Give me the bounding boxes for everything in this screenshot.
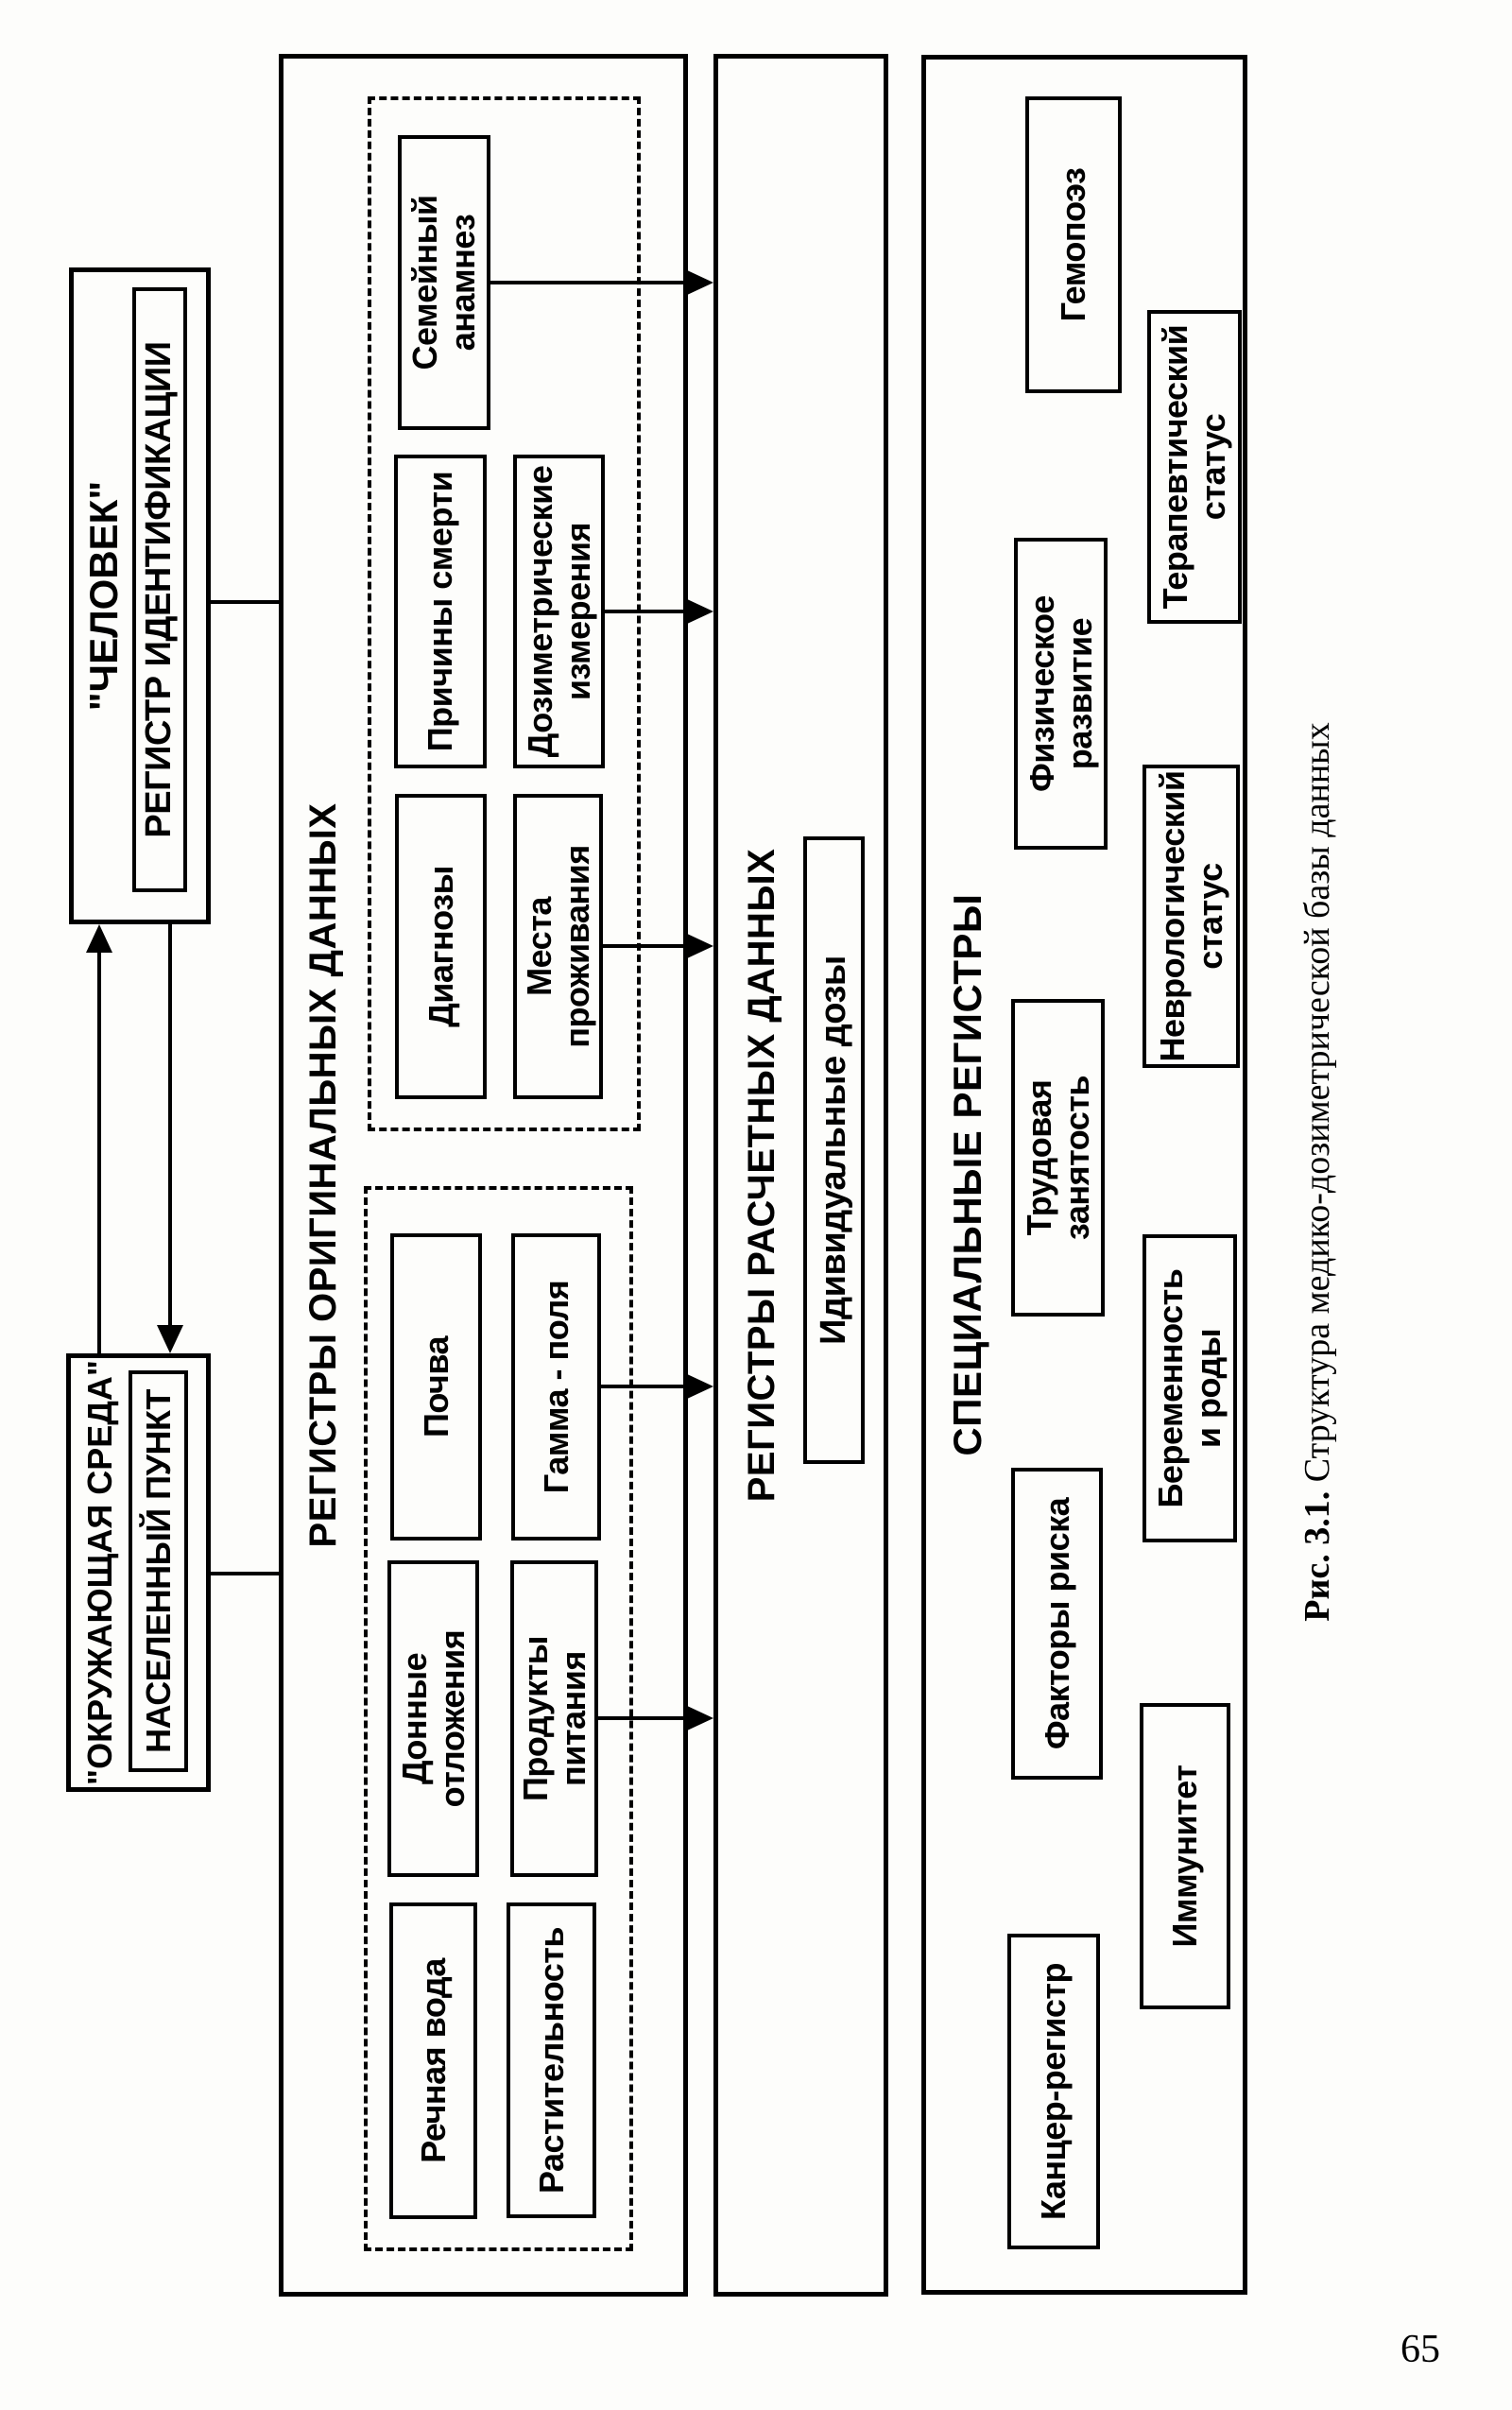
box-vegetation: Растительность bbox=[507, 1902, 596, 2218]
settlement-register-label: НАСЕЛЕННЫЙ ПУНКТ bbox=[138, 1389, 178, 1753]
box-bottom-sediments: Донные отложения bbox=[387, 1560, 479, 1877]
arrow-residence-to-calculated-line bbox=[603, 944, 690, 948]
box-dosimetric-measurements: Дозиметрические измерения bbox=[513, 455, 605, 768]
settlement-register-box: НАСЕЛЕННЫЙ ПУНКТ bbox=[129, 1370, 188, 1772]
figure-caption: Рис. 3.1. Структура медико-дозиметрическ… bbox=[1297, 577, 1338, 1767]
arrow-food-to-calculated-head bbox=[685, 1705, 713, 1731]
box-hematopoiesis-label: Гемопоэз bbox=[1054, 167, 1093, 322]
box-gamma-fields: Гамма - поля bbox=[511, 1233, 601, 1541]
box-hematopoiesis: Гемопоэз bbox=[1025, 96, 1122, 393]
arrow-dosimetric-to-calculated-head bbox=[685, 598, 713, 625]
special-registers-title: СПЕЦИАЛЬНЫЕ РЕГИСТРЫ bbox=[945, 893, 989, 1456]
box-causes-of-death: Причины смерти bbox=[394, 455, 487, 768]
box-therapeutic-status-label: Терапевтический статус bbox=[1156, 324, 1232, 610]
individual-doses-box: Идивидуальные дозы bbox=[803, 836, 865, 1464]
box-river-water: Речная вода bbox=[389, 1902, 477, 2219]
identification-register-label: РЕГИСТР ИДЕНТИФИКАЦИИ bbox=[139, 341, 180, 838]
box-risk-factors: Факторы риска bbox=[1011, 1468, 1103, 1780]
box-soil: Почва bbox=[390, 1233, 482, 1541]
box-food-products: Продукты питания bbox=[510, 1560, 598, 1877]
arrow-dosimetric-to-calculated-line bbox=[605, 610, 690, 613]
box-places-of-residence-label: Места проживания bbox=[519, 845, 596, 1048]
environment-box-title: "ОКРУЖАЮЩАЯ СРЕДА" bbox=[80, 1360, 119, 1785]
calculated-registers-title: РЕГИСТРЫ РАСЧЕТНЫХ ДАННЫХ bbox=[741, 848, 782, 1503]
box-immunity: Иммунитет bbox=[1140, 1703, 1230, 2009]
box-family-anamnesis: Семейный анамнез bbox=[398, 135, 490, 430]
box-vegetation-label: Растительность bbox=[531, 1926, 571, 2195]
arrow-gamma-to-calculated-line bbox=[601, 1385, 690, 1388]
box-immunity-label: Иммунитет bbox=[1165, 1764, 1205, 1948]
box-bottom-sediments-label: Донные отложения bbox=[394, 1629, 472, 1808]
person-box-title: "ЧЕЛОВЕК" bbox=[81, 480, 126, 712]
box-cancer-register: Канцер-регистр bbox=[1007, 1934, 1100, 2249]
box-diagnoses: Диагнозы bbox=[395, 794, 487, 1099]
figure-caption-number: Рис. 3.1. bbox=[1297, 1490, 1337, 1622]
arrow-family-anamnesis-to-calculated-line bbox=[490, 281, 689, 284]
box-causes-of-death-label: Причины смерти bbox=[421, 471, 460, 752]
box-dosimetric-measurements-label: Дозиметрические измерения bbox=[520, 465, 597, 758]
box-diagnoses-label: Диагнозы bbox=[421, 866, 460, 1027]
arrow-person-to-environment-line bbox=[168, 924, 172, 1333]
box-river-water-label: Речная вода bbox=[413, 1958, 453, 2163]
box-neurological-status: Неврологический статус bbox=[1143, 765, 1240, 1068]
arrow-environment-to-person-head bbox=[86, 924, 112, 953]
figure-caption-text: Структура медико-дозиметрической базы да… bbox=[1297, 722, 1337, 1491]
box-therapeutic-status: Терапевтический статус bbox=[1147, 310, 1242, 624]
page-number: 65 bbox=[1400, 2328, 1440, 2371]
box-neurological-status-label: Неврологический статус bbox=[1152, 770, 1229, 1062]
person-box: "ЧЕЛОВЕК" РЕГИСТР ИДЕНТИФИКАЦИИ bbox=[69, 267, 211, 924]
arrow-food-to-calculated-line bbox=[598, 1716, 690, 1720]
identification-register-box: РЕГИСТР ИДЕНТИФИКАЦИИ bbox=[132, 287, 187, 892]
box-gamma-fields-label: Гамма - поля bbox=[536, 1280, 576, 1494]
box-physical-development: Физическое развитие bbox=[1014, 538, 1108, 850]
arrow-person-to-environment-head bbox=[157, 1325, 183, 1353]
individual-doses-label: Идивидуальные дозы bbox=[813, 955, 853, 1345]
box-physical-development-label: Физическое развитие bbox=[1022, 595, 1099, 792]
box-pregnancy-childbirth: Беременность и роды bbox=[1143, 1234, 1237, 1542]
box-family-anamnesis-label: Семейный анамнез bbox=[405, 195, 482, 370]
environment-box: "ОКРУЖАЮЩАЯ СРЕДА" НАСЕЛЕННЫЙ ПУНКТ bbox=[66, 1353, 211, 1792]
arrow-gamma-to-calculated-head bbox=[685, 1373, 713, 1400]
original-registers-title: РЕГИСТРЫ ОРИГИНАЛЬНЫХ ДАННЫХ bbox=[302, 802, 344, 1548]
box-cancer-register-label: Канцер-регистр bbox=[1034, 1962, 1074, 2221]
calculated-registers-box: РЕГИСТРЫ РАСЧЕТНЫХ ДАННЫХ Идивидуальные … bbox=[713, 54, 888, 2297]
box-employment: Трудовая занятость bbox=[1011, 999, 1105, 1317]
box-pregnancy-childbirth-label: Беременность и роды bbox=[1151, 1268, 1228, 1508]
box-risk-factors-label: Факторы риска bbox=[1037, 1497, 1076, 1750]
box-soil-label: Почва bbox=[416, 1335, 455, 1438]
box-food-products-label: Продукты питания bbox=[515, 1635, 593, 1802]
arrow-family-anamnesis-to-calculated-head bbox=[685, 269, 713, 296]
arrow-environment-to-person-line bbox=[97, 947, 101, 1353]
box-places-of-residence: Места проживания bbox=[513, 794, 603, 1099]
arrow-residence-to-calculated-head bbox=[685, 933, 713, 959]
box-employment-label: Трудовая занятость bbox=[1019, 1075, 1096, 1241]
